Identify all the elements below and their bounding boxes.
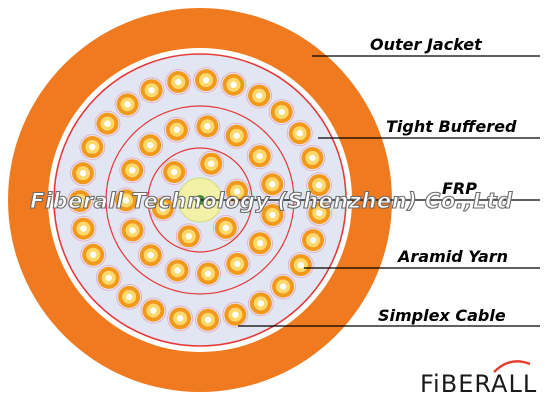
brand-wordmark: FiBERALL xyxy=(420,370,537,398)
simplex-cable xyxy=(259,171,286,198)
simplex-cable xyxy=(247,290,274,317)
simplex-cable xyxy=(222,301,249,328)
simplex-cable xyxy=(212,214,239,241)
simplex-cable xyxy=(119,157,146,184)
leader-lines xyxy=(200,55,540,327)
label-aramid-yarn: Aramid Yarn xyxy=(396,247,508,266)
simplex-cable xyxy=(223,122,250,149)
simplex-cable xyxy=(270,273,296,300)
simplex-cable xyxy=(300,227,326,254)
simplex-cable xyxy=(259,202,286,228)
simplex-cable xyxy=(306,172,332,198)
simplex-cable xyxy=(193,67,219,94)
simplex-cable xyxy=(138,77,165,104)
simplex-cable xyxy=(140,297,167,324)
simplex-cable xyxy=(286,120,313,147)
simplex-cable xyxy=(150,195,176,222)
simplex-cable xyxy=(119,217,146,244)
simplex-cable xyxy=(287,252,314,279)
simplex-cable xyxy=(94,110,121,137)
label-frp: FRP xyxy=(442,179,477,198)
simplex-cable xyxy=(70,160,96,187)
simplex-cable xyxy=(246,143,273,170)
simplex-cables xyxy=(67,67,333,333)
brand-logo: FiBERALL xyxy=(420,360,537,398)
simplex-cable xyxy=(67,188,93,214)
simplex-cable xyxy=(246,82,273,109)
simplex-cable xyxy=(95,264,122,291)
simplex-cable xyxy=(114,91,141,118)
simplex-cable xyxy=(306,200,333,226)
label-tight-buffered: Tight Buffered xyxy=(386,117,517,136)
simplex-cable xyxy=(195,306,221,333)
watermark: Fiberall Technology (Shenzhen) Co.,Ltd xyxy=(30,189,513,213)
simplex-cable xyxy=(163,116,190,143)
simplex-cable xyxy=(113,187,139,214)
simplex-cable xyxy=(224,178,250,205)
simplex-cable xyxy=(268,99,295,125)
simplex-cable xyxy=(198,150,225,177)
simplex-cable xyxy=(161,159,188,186)
simplex-cable xyxy=(164,257,191,284)
simplex-cable xyxy=(299,145,326,171)
brand-accent-swoosh xyxy=(493,360,531,373)
simplex-cable xyxy=(137,132,164,159)
simplex-cable xyxy=(70,215,97,242)
simplex-cable xyxy=(80,241,107,268)
simplex-cable xyxy=(195,260,221,287)
simplex-cable xyxy=(175,223,202,250)
simplex-cable xyxy=(194,113,221,140)
simplex-cable xyxy=(116,283,143,310)
simplex-cable xyxy=(137,242,164,269)
simplex-cable xyxy=(247,230,273,257)
simplex-cable xyxy=(167,305,194,332)
simplex-cable xyxy=(224,251,251,277)
simplex-cable xyxy=(79,134,106,160)
simplex-cable xyxy=(165,69,192,95)
simplex-cable xyxy=(220,71,247,98)
label-outer-jacket: Outer Jacket xyxy=(370,35,483,54)
label-simplex-cable: Simplex Cable xyxy=(378,306,506,325)
